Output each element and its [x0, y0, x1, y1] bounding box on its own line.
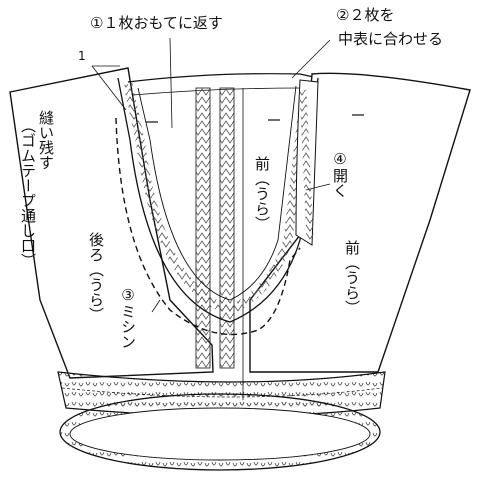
- machine-stitch-line: [115, 117, 301, 336]
- label-step3: ③ミシン: [119, 286, 137, 349]
- label-leave-open-2: （ゴムテープ通し口）: [19, 118, 37, 268]
- cuff-opening: [69, 407, 371, 461]
- leader-leave-open: [91, 65, 127, 111]
- leader-step2: [291, 39, 331, 79]
- center-seam-right: [219, 87, 235, 369]
- crotch-curve-hatch: [123, 81, 311, 315]
- waist-top-line: [127, 73, 319, 83]
- label-gap-number: 1: [78, 49, 86, 63]
- label-step2-line1: ②２枚を: [336, 6, 394, 24]
- front-flap-hatch: [299, 89, 314, 241]
- crotch-curve-inner: [137, 85, 297, 301]
- label-front-right: 前（うら）: [343, 240, 361, 315]
- label-step4: ④開く: [331, 150, 349, 198]
- label-leave-open-1: 縫い残す: [37, 110, 55, 170]
- hem-stitch: [61, 387, 383, 398]
- center-seam-left: [195, 87, 211, 369]
- leader-step3: [151, 299, 161, 313]
- waist-top-inner: [132, 87, 303, 96]
- front-right-panel: [249, 72, 471, 373]
- leader-step1: [169, 37, 173, 129]
- leader-step4: [305, 183, 331, 191]
- label-back: 後ろ（うら）: [87, 232, 105, 322]
- label-front-inner: 前（うら）: [253, 156, 271, 231]
- label-step2-line2: 中表に合わせる: [338, 30, 443, 48]
- label-step1: ①１枚おもてに返す: [90, 14, 223, 32]
- crotch-curve-outer: [117, 77, 319, 323]
